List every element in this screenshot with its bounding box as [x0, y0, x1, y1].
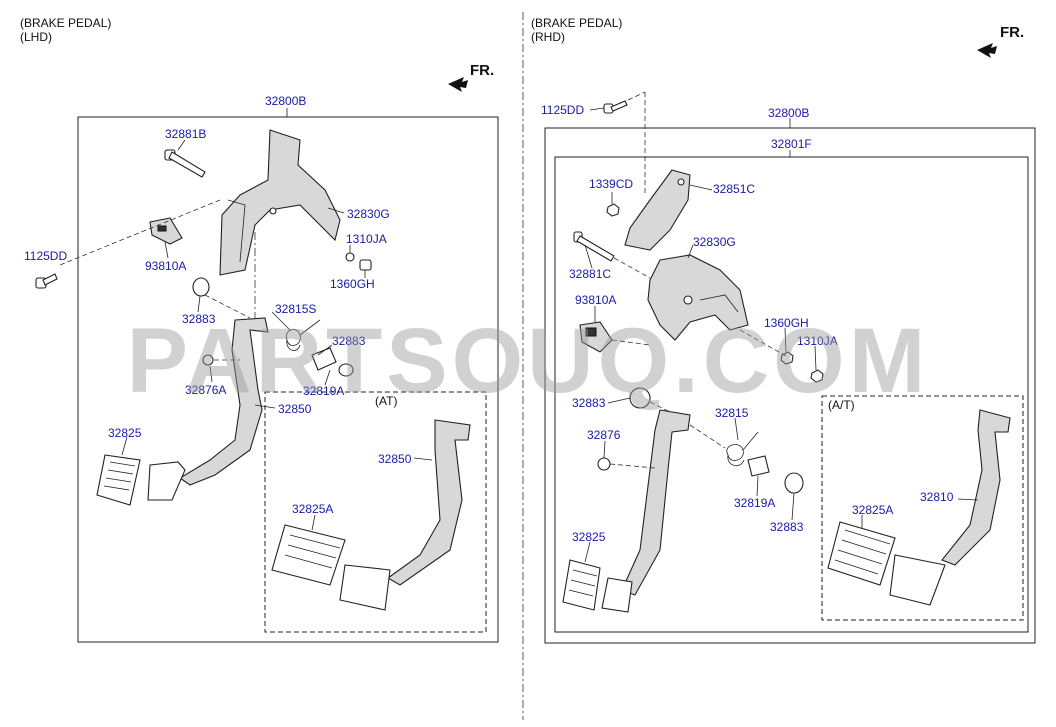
rhd-bushing-32883b-icon [784, 472, 804, 494]
rhd-label-32876[interactable]: 32876 [587, 428, 621, 442]
rhd-label-1360gh[interactable]: 1360GH [764, 316, 809, 330]
lhd-header-variant: (LHD) [20, 30, 52, 44]
rhd-bolt-1125dd-icon [603, 100, 628, 114]
lhd-label-32830g[interactable]: 32830G [347, 207, 390, 221]
lhd-washer-icon [345, 252, 372, 271]
rhd-label-32815[interactable]: 32815 [715, 406, 749, 420]
rhd-leader-lines [584, 91, 979, 563]
rhd-label-93810a[interactable]: 93810A [575, 293, 616, 307]
rhd-header-variant: (RHD) [531, 30, 565, 44]
rhd-switch-93810a-icon [579, 321, 613, 353]
lhd-pedal-pad-32825-icon [96, 454, 141, 506]
lhd-leader-lines [59, 108, 433, 531]
lhd-bolt-32881b-icon [164, 149, 206, 178]
rhd-label-1310ja[interactable]: 1310JA [797, 334, 838, 348]
lhd-label-1125dd[interactable]: 1125DD [24, 249, 67, 263]
lhd-stopper-32876a-icon [202, 354, 214, 366]
lhd-assembly-frame [77, 116, 499, 643]
rhd-label-32819a[interactable]: 32819A [734, 496, 775, 510]
lhd-label-32815s[interactable]: 32815S [275, 302, 316, 316]
lhd-bracket-32830g-icon [219, 129, 341, 276]
watermark: PARTSOUQ.COM [127, 310, 930, 412]
rhd-at-label: (A/T) [828, 398, 855, 412]
lhd-label-1360gh[interactable]: 1360GH [330, 277, 375, 291]
rhd-bracket-32851c-icon [624, 169, 691, 251]
lhd-switch-93810a-icon [149, 217, 183, 245]
rhd-at-pedal-arm-32810-icon [889, 409, 1011, 606]
lhd-at-label-32850[interactable]: 32850 [378, 452, 412, 466]
lhd-header-title: (BRAKE PEDAL) [20, 16, 111, 30]
lhd-label-32819a[interactable]: 32819A [303, 384, 344, 398]
rhd-at-frame [821, 395, 1024, 621]
lhd-label-32876a[interactable]: 32876A [185, 383, 226, 397]
rhd-label-32830g[interactable]: 32830G [693, 235, 736, 249]
lhd-bolt-1125dd-icon [35, 273, 58, 289]
lhd-label-93810a[interactable]: 93810A [145, 259, 186, 273]
lhd-at-label-32825a[interactable]: 32825A [292, 502, 333, 516]
lhd-at-pedal-arm-32850-icon [339, 419, 471, 611]
rhd-at-label-32810[interactable]: 32810 [920, 490, 954, 504]
rhd-nut-1339cd-icon [606, 203, 620, 217]
lhd-at-label: (AT) [375, 394, 397, 408]
front-direction-icon-rhd [977, 43, 997, 58]
front-direction-label-lhd: FR. [470, 62, 494, 79]
rhd-label-1339cd[interactable]: 1339CD [589, 177, 633, 191]
lhd-label-32883-b[interactable]: 32883 [332, 334, 366, 348]
rhd-pedal-pad-32825-icon [562, 559, 601, 611]
rhd-pedal-arm-icon [601, 409, 691, 613]
rhd-spring-32815-icon [726, 431, 759, 467]
lhd-label-32881b[interactable]: 32881B [165, 127, 206, 141]
front-direction-label-rhd: FR. [1000, 24, 1024, 41]
rhd-bushing-32819a-icon [747, 455, 770, 477]
rhd-label-32883-a[interactable]: 32883 [572, 396, 606, 410]
rhd-label-32801f[interactable]: 32801F [771, 137, 812, 151]
lhd-at-pedal-pad-32825a-icon [271, 524, 346, 586]
rhd-bolt-32881c-icon [573, 231, 615, 262]
lhd-label-32883-a[interactable]: 32883 [182, 312, 216, 326]
rhd-label-32851c[interactable]: 32851C [713, 182, 755, 196]
rhd-label-1125dd[interactable]: 1125DD [541, 103, 584, 117]
lhd-bushing-32819a-icon [311, 347, 354, 377]
lhd-label-1310ja[interactable]: 1310JA [346, 232, 387, 246]
rhd-stopper-32876-icon [597, 457, 611, 471]
rhd-subassembly-frame [554, 156, 1029, 633]
rhd-at-pedal-pad-32825a-icon [827, 521, 896, 586]
lhd-at-frame [264, 391, 487, 633]
rhd-bracket-32830g-icon [647, 254, 749, 341]
rhd-label-32825[interactable]: 32825 [572, 530, 606, 544]
rhd-header-title: (BRAKE PEDAL) [531, 16, 622, 30]
rhd-at-label-32825a[interactable]: 32825A [852, 503, 893, 517]
lhd-label-32850[interactable]: 32850 [278, 402, 312, 416]
front-direction-icon-lhd [448, 77, 468, 92]
lhd-bushing-32883-icon [192, 277, 210, 297]
lhd-pedal-arm-32850-icon [147, 317, 269, 501]
lhd-label-32825[interactable]: 32825 [108, 426, 142, 440]
rhd-label-32883-b[interactable]: 32883 [770, 520, 804, 534]
rhd-label-32881c[interactable]: 32881C [569, 267, 611, 281]
lhd-label-32800b[interactable]: 32800B [265, 94, 306, 108]
rhd-label-32800b[interactable]: 32800B [768, 106, 809, 120]
lhd-spring-32815s-icon [285, 319, 321, 351]
